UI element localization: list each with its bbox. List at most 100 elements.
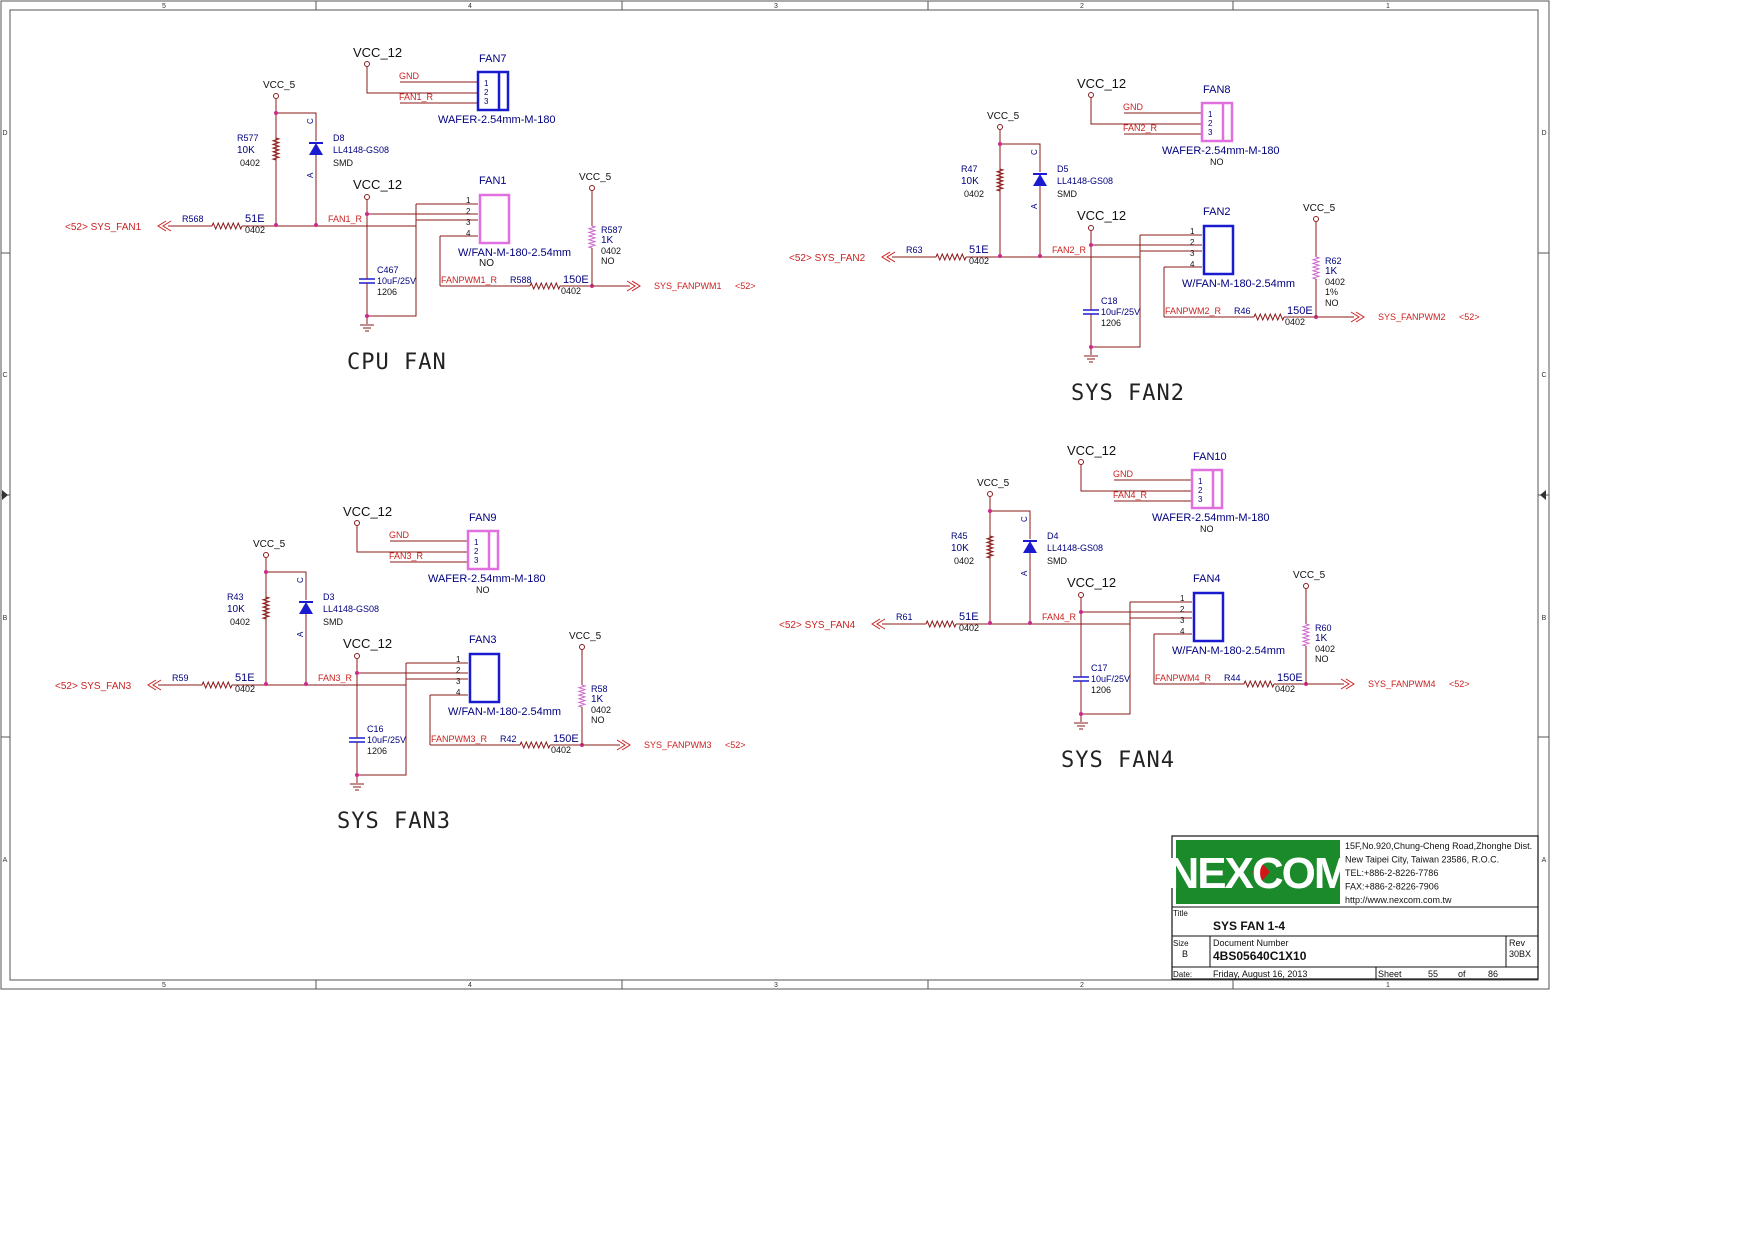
pwm-vcc5-label: VCC_5: [1293, 570, 1326, 581]
header-pin-number: 1: [1190, 227, 1195, 236]
wafer-ref: FAN9: [469, 512, 497, 524]
fan-net-label: FAN3_R: [318, 673, 353, 683]
frame-row-left: C: [2, 372, 7, 379]
input-net-label: <52> SYS_FAN4: [779, 620, 856, 631]
junction-dot: [1028, 621, 1032, 625]
frame-row-right: D: [1541, 130, 1546, 137]
diode-cathode-wire: [1000, 143, 1041, 172]
pullup-value: 10K: [227, 604, 245, 615]
wafer-sig-label: FAN1_R: [399, 92, 434, 102]
pwm-vcc5-label: VCC_5: [1303, 203, 1336, 214]
junction-dot: [274, 111, 278, 115]
pwm-res-value: 150E: [1277, 672, 1303, 684]
pwm-pullup-no: NO: [601, 256, 615, 266]
pullup-pkg: 0402: [964, 189, 984, 199]
wafer-sig-label: FAN2_R: [1123, 123, 1158, 133]
cap-value: 10uF/25V: [377, 276, 416, 286]
wafer-pin-number: 3: [1208, 128, 1213, 137]
pwm-pullup-pkg: 0402: [601, 246, 621, 256]
wafer-sig-label: FAN4_R: [1113, 490, 1148, 500]
pullup-pkg: 0402: [954, 556, 974, 566]
pwm-pullup-ref: R587: [601, 225, 623, 235]
junction-dot: [274, 223, 278, 227]
wafer-pin-number: 2: [1208, 119, 1213, 128]
diode-body: [309, 143, 323, 155]
vcc5-terminal: [273, 93, 279, 99]
input-arrow-2: [162, 220, 172, 232]
pwm-pullup-resistor: [1311, 256, 1321, 280]
wafer-pin-number: 3: [1198, 495, 1203, 504]
header-body: [1192, 591, 1225, 643]
header-gnd-return: [1091, 235, 1141, 348]
pwm-arrow-2: [616, 739, 626, 751]
diode-part: LL4148-GS08: [1047, 543, 1103, 553]
pwm-net-out: SYS_FANPWM2: [1378, 312, 1446, 322]
pwm-net-label: FANPWM2_R: [1165, 306, 1222, 316]
input-arrow-2: [886, 251, 896, 263]
junction-dot: [1038, 254, 1042, 258]
vcc12-label: VCC_12: [1077, 76, 1126, 91]
diode-a-label: A: [1030, 203, 1039, 209]
frame-col-top: 5: [162, 3, 166, 10]
series-value: 51E: [235, 672, 255, 684]
pwm-res-ref: R46: [1234, 306, 1251, 316]
fan-net-label: FAN2_R: [1052, 245, 1087, 255]
series-pkg: 0402: [969, 256, 989, 266]
diode-a-label: A: [1020, 570, 1029, 576]
diode-cathode-wire: [276, 112, 317, 141]
frame-row-right: C: [1541, 372, 1546, 379]
pwm-pullup-pkg: 0402: [1325, 277, 1345, 287]
input-net-label: <52> SYS_FAN3: [55, 681, 132, 692]
frame-row-left: A: [3, 857, 8, 864]
address-line: 15F,No.920,Chung-Cheng Road,Zhonghe Dist…: [1345, 841, 1532, 851]
pullup-value: 10K: [951, 543, 969, 554]
fan-net-label: FAN4_R: [1042, 612, 1077, 622]
header-pin-number: 3: [1190, 249, 1195, 258]
header-pin-number: 3: [1180, 616, 1185, 625]
sheet-title: SYS FAN 1-4: [1213, 919, 1285, 933]
pwm-pullup-resistor: [577, 684, 587, 708]
pwm-arrow-2: [626, 280, 636, 292]
wafer-ref: FAN8: [1203, 84, 1231, 96]
logo-text: NEXCOM: [1167, 849, 1348, 898]
header-pin-number: 1: [1180, 594, 1185, 603]
pwm-pullup-no: NO: [1325, 298, 1339, 308]
vcc12-label: VCC_12: [353, 45, 402, 60]
pwm-arrow: [631, 280, 641, 292]
wafer-pin-number: 1: [1208, 110, 1213, 119]
ground-symbol: [1074, 722, 1088, 730]
fan-circuit-3: VCC_12GNDFAN3_R123FAN9WAFER-2.54mm-M-180…: [55, 504, 746, 834]
diode-cathode-wire: [990, 510, 1031, 539]
pwm-net-label: FANPWM1_R: [441, 275, 498, 285]
frame-col-bottom: 1: [1386, 982, 1390, 989]
pwm-sheet-ref: <52>: [725, 740, 746, 750]
header-part: W/FAN-M-180-2.54mm: [458, 247, 571, 259]
pwm-vcc5-terminal: [1313, 216, 1319, 222]
junction-dot: [1079, 712, 1083, 716]
vcc12-label: VCC_12: [1067, 443, 1116, 458]
header-pin-number: 3: [456, 677, 461, 686]
pullup-resistor: [271, 137, 281, 161]
wafer-no-label: NO: [476, 585, 490, 595]
cap-value: 10uF/25V: [1101, 307, 1140, 317]
junction-dot: [304, 682, 308, 686]
fan-circuit-4: VCC_12GNDFAN4_R123FAN10WAFER-2.54mm-M-18…: [779, 443, 1470, 773]
wafer-no-label: NO: [1200, 524, 1214, 534]
wafer-ref: FAN7: [479, 53, 507, 65]
pwm-sheet-ref: <52>: [735, 281, 756, 291]
diode-ref: D3: [323, 592, 335, 602]
frame-col-top: 3: [774, 3, 778, 10]
junction-dot: [355, 671, 359, 675]
date-label: Date:: [1173, 970, 1192, 979]
header-no-label: NO: [479, 258, 494, 269]
pwm-vcc5-terminal: [579, 644, 585, 650]
pwm-resistor: [529, 281, 561, 291]
diode-part: LL4148-GS08: [1057, 176, 1113, 186]
pwm-sheet-ref: <52>: [1459, 312, 1480, 322]
header-gnd-return: [357, 663, 407, 776]
pwm-pullup-tol: 1%: [1325, 287, 1338, 297]
input-arrow: [871, 618, 881, 630]
